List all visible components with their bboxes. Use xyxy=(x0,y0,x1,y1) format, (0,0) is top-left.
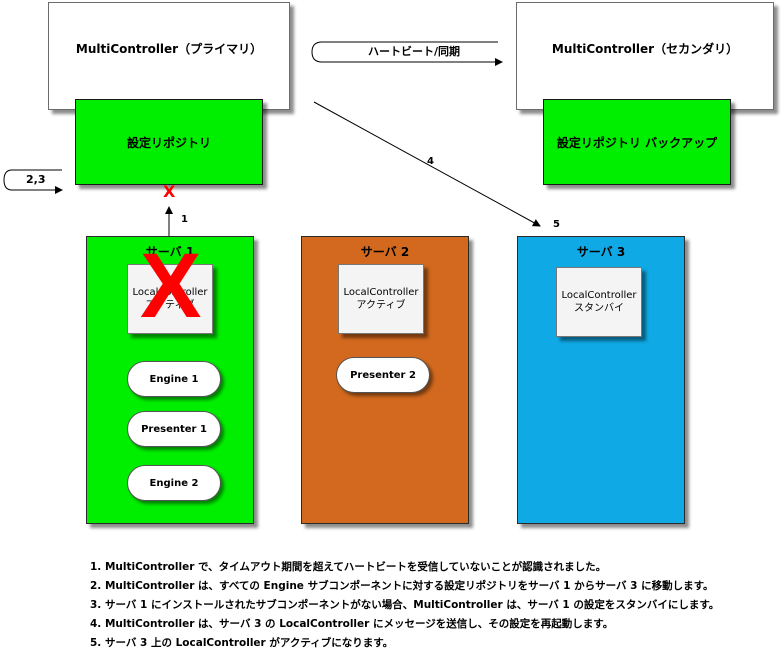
server-1-lc-status: アクティブ xyxy=(145,300,195,311)
arrow-4-label: 4 xyxy=(427,156,434,167)
secondary-repo-label: 設定リポジトリ バックアップ xyxy=(556,135,718,150)
server-1-component-presenter-1: Presenter 1 xyxy=(127,411,221,447)
secondary-config-repository-backup: 設定リポジトリ バックアップ xyxy=(543,99,731,185)
component-label: Presenter 1 xyxy=(141,423,207,435)
server-3: サーバ 3 LocalController スタンバイ xyxy=(517,236,685,524)
server-1-lc-name: LocalController xyxy=(132,287,208,298)
server-1-localcontroller: LocalController アクティブ xyxy=(127,264,213,334)
secondary-title: MultiController（セカンダリ） xyxy=(551,41,739,56)
server-1-component-engine-1: Engine 1 xyxy=(127,361,221,397)
component-label: Engine 1 xyxy=(149,373,199,385)
server-3-lc-name: LocalController xyxy=(561,290,637,301)
primary-repo-label: 設定リポジトリ xyxy=(126,135,211,150)
note-item: 3. サーバ 1 にインストールされたサブコンポーネントがない場合、MultiC… xyxy=(90,599,720,611)
arrow-2-3-label: 2,3 xyxy=(26,173,46,186)
server-2-title: サーバ 2 xyxy=(360,245,410,259)
heartbeat-arrow xyxy=(311,41,503,66)
server-3-localcontroller: LocalController スタンバイ xyxy=(556,267,642,337)
arrow-5-label: 5 xyxy=(553,219,560,230)
arrow-2-3 xyxy=(3,169,63,194)
note-item: 4. MultiController は、サーバ 3 の LocalContro… xyxy=(90,618,614,630)
server-1: サーバ 1 LocalController アクティブ Engine 1 Pre… xyxy=(86,236,254,524)
server-2: サーバ 2 LocalController アクティブ Presenter 2 xyxy=(301,236,469,524)
server-2-lc-name: LocalController xyxy=(343,287,419,298)
note-item: 1. MultiController で、タイムアウト期間を超えてハートビートを… xyxy=(90,561,607,573)
notes-list: 1. MultiController で、タイムアウト期間を超えてハートビートを… xyxy=(90,558,719,653)
server-3-title: サーバ 3 xyxy=(576,245,626,259)
failure-x-small: X xyxy=(163,182,176,201)
arrow-1-label: 1 xyxy=(181,214,188,225)
heartbeat-label: ハートビート/同期 xyxy=(368,45,461,58)
server-2-component-presenter-2: Presenter 2 xyxy=(336,357,430,393)
server-1-title: サーバ 1 xyxy=(145,245,195,259)
failure-x-large: X xyxy=(140,235,202,337)
primary-multicontroller: MultiController（プライマリ） xyxy=(48,2,290,110)
component-label: Presenter 2 xyxy=(350,369,416,381)
note-item: 2. MultiController は、すべての Engine サブコンポーネ… xyxy=(90,580,714,592)
primary-config-repository: 設定リポジトリ xyxy=(75,99,263,185)
server-1-component-engine-2: Engine 2 xyxy=(127,465,221,501)
server-2-localcontroller: LocalController アクティブ xyxy=(338,264,424,334)
note-item: 5. サーバ 3 上の LocalController がアクティブになります。 xyxy=(90,637,394,649)
component-label: Engine 2 xyxy=(149,477,199,489)
arrow-4-5 xyxy=(313,101,541,227)
server-2-lc-status: アクティブ xyxy=(356,300,406,311)
server-3-lc-status: スタンバイ xyxy=(574,303,624,314)
primary-title: MultiController（プライマリ） xyxy=(75,41,263,56)
secondary-multicontroller: MultiController（セカンダリ） xyxy=(516,2,774,110)
